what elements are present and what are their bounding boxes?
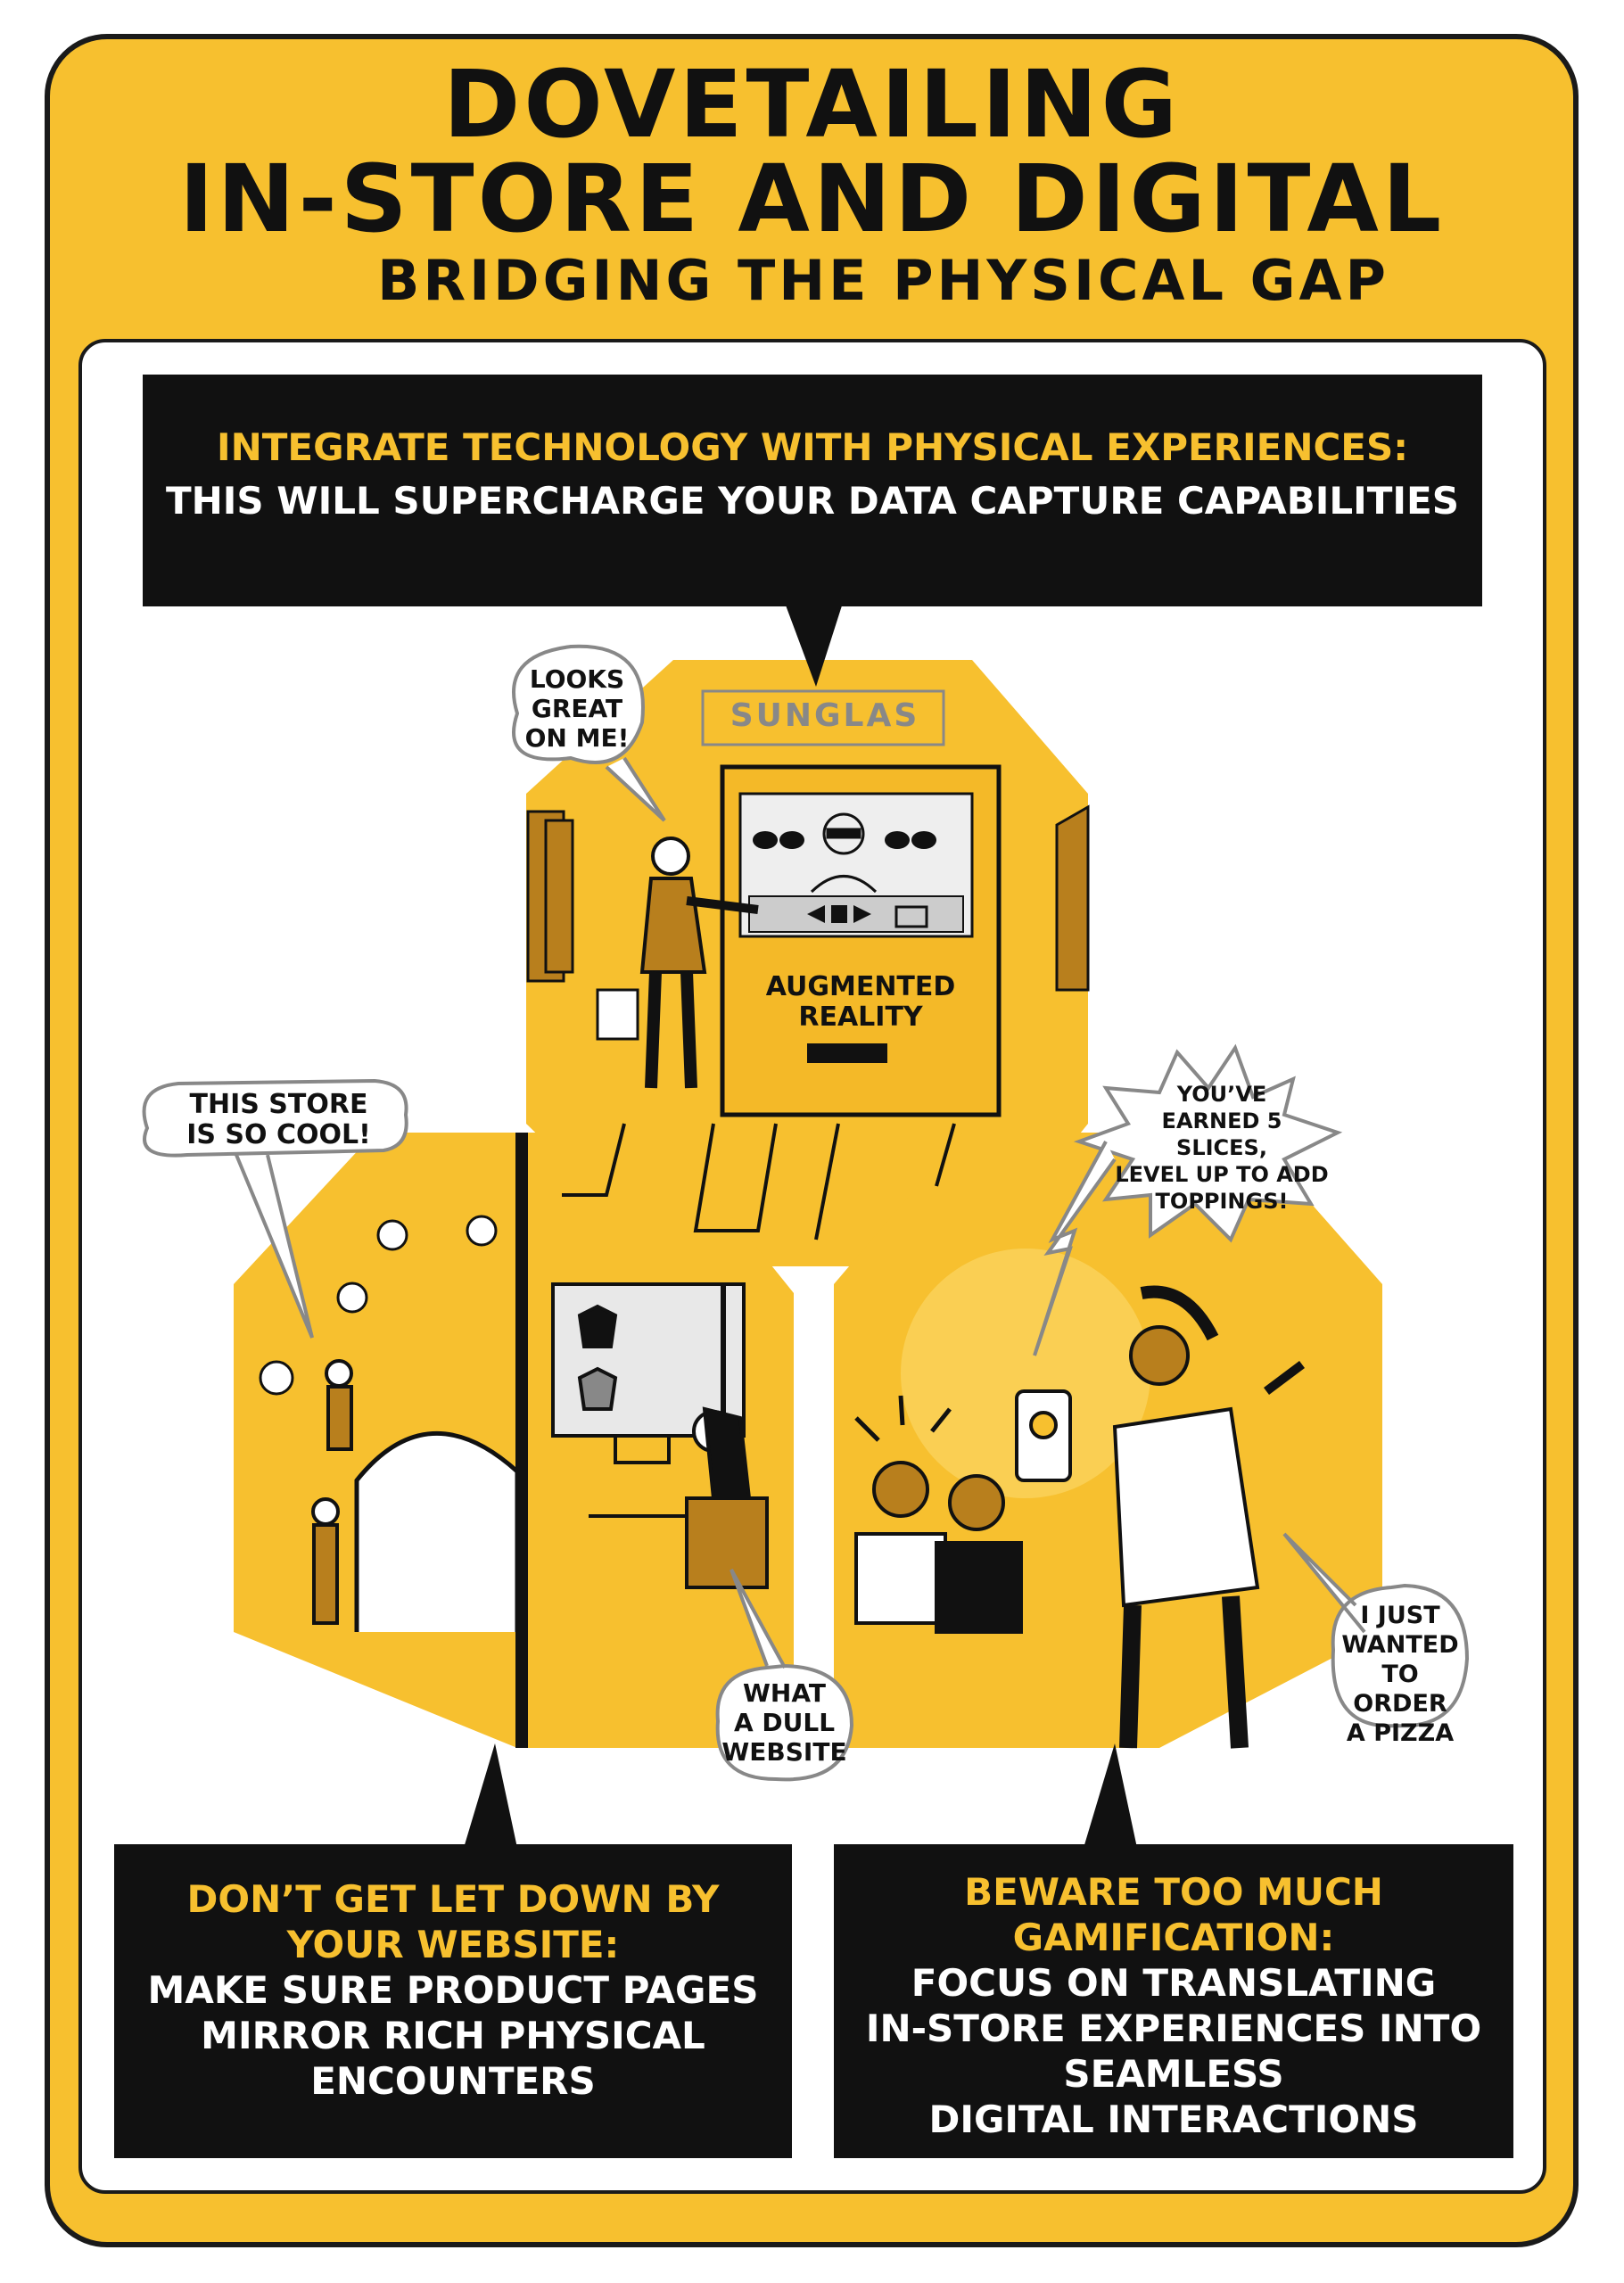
title-line-2: IN-STORE AND DIGITAL <box>178 144 1446 253</box>
kiosk-slot <box>807 1043 887 1063</box>
bubble-looks-great-text: LOOKS GREAT ON ME! <box>519 664 635 753</box>
bubble-line: A DULL <box>733 1708 836 1737</box>
shopper-man <box>596 837 759 1089</box>
bottom-right-body-3: SEAMLESS <box>1063 2052 1284 2096</box>
store-sign-text: SUNGLAS <box>730 697 920 734</box>
bottom-right-body-4: DIGITAL INTERACTIONS <box>928 2098 1419 2141</box>
bubble-line: TOPPINGS! <box>1155 1189 1289 1214</box>
bubble-store-cool-text: THIS STORE IS SO COOL! <box>152 1090 406 1150</box>
next-arrow-icon <box>853 905 871 923</box>
children <box>854 1461 1023 1634</box>
bottom-left-body-3: ENCOUNTERS <box>310 2059 596 2103</box>
bubble-line: LEVEL UP TO ADD <box>1115 1162 1329 1187</box>
store-sign-board <box>701 689 945 746</box>
bubble-line: TO ORDER <box>1353 1661 1447 1718</box>
bottom-left-body-2: MIRROR RICH PHYSICAL <box>201 2014 705 2057</box>
glow <box>901 1249 1150 1498</box>
bubble-line: ON ME! <box>524 723 630 753</box>
bubble-earned-text: YOU’VE EARNED 5 SLICES, LEVEL UP TO ADD … <box>1115 1081 1329 1215</box>
top-callout-body: THIS WILL SUPERCHARGE YOUR DATA CAPTURE … <box>165 479 1459 523</box>
bubble-line: YOU’VE <box>1176 1082 1267 1107</box>
stop-icon <box>831 905 847 923</box>
bottom-left-pointer <box>464 1743 517 1848</box>
bottom-right-pointer <box>1084 1743 1137 1848</box>
bottom-left-body-1: MAKE SURE PRODUCT PAGES <box>147 1968 759 2012</box>
bottom-right-heading-2: GAMIFICATION: <box>1012 1916 1335 1959</box>
bubble-dull-website-text: WHAT A DULL WEBSITE <box>715 1678 853 1767</box>
bubble-line: EARNED 5 SLICES, <box>1161 1109 1282 1160</box>
divider-pole <box>515 1133 528 1748</box>
floor-tiles <box>562 1123 956 1240</box>
bottom-right-heading-1: BEWARE TOO MUCH <box>964 1870 1383 1914</box>
bubble-line: I JUST <box>1360 1602 1440 1629</box>
kiosk-label: AUGMENTED REALITY <box>731 972 990 1033</box>
bottom-left-heading-2: YOUR WEBSITE: <box>286 1923 620 1966</box>
basket-icon <box>894 905 928 928</box>
desktop-monitor <box>551 1282 746 1464</box>
bubble-store-cool <box>142 1078 408 1339</box>
bottom-right-callout-box: BEWARE TOO MUCH GAMIFICATION: FOCUS ON T… <box>834 1844 1513 2158</box>
bubble-line: WEBSITE <box>721 1737 847 1767</box>
subtitle: BRIDGING THE PHYSICAL GAP <box>377 248 1389 313</box>
avatar-on-screen <box>810 812 878 894</box>
bottom-left-callout-box: DON’T GET LET DOWN BY YOUR WEBSITE: MAKE… <box>114 1844 792 2158</box>
bubble-line: IS SO COOL! <box>186 1119 371 1150</box>
kiosk-label-line-1: AUGMENTED <box>765 971 956 1002</box>
title-line-1: DOVETAILING <box>443 50 1181 159</box>
bubble-line: WHAT <box>743 1678 826 1708</box>
bubble-line: THIS STORE <box>189 1089 368 1120</box>
bubble-line: LOOKS <box>529 664 625 694</box>
sunglasses-icons <box>753 831 936 849</box>
shirt-right <box>1055 804 1090 992</box>
desk-woman <box>589 1406 769 1589</box>
pizza-icon <box>1029 1411 1058 1439</box>
hanging-lamps <box>259 1215 498 1396</box>
bubble-line: GREAT <box>531 694 623 723</box>
bubble-pizza-text: I JUST WANTED TO ORDER A PIZZA <box>1333 1601 1467 1748</box>
bubble-dull-website <box>715 1569 854 1782</box>
top-box-pointer <box>785 603 843 687</box>
bubble-looks-great <box>512 644 666 822</box>
bubble-line: WANTED <box>1341 1631 1459 1659</box>
phone-man <box>1015 1285 1305 1749</box>
bubble-pizza <box>1282 1532 1470 1728</box>
clothing-rack-left <box>526 810 574 983</box>
excitement-marks-icon <box>854 1395 952 1442</box>
prev-arrow-icon <box>807 905 825 923</box>
store-arch <box>354 1431 520 1632</box>
bottom-right-body-2: IN-STORE EXPERIENCES INTO <box>865 2007 1482 2050</box>
kiosk-label-line-2: REALITY <box>798 1001 923 1033</box>
bottom-right-body-1: FOCUS ON TRANSLATING <box>911 1961 1437 2005</box>
top-callout-box: INTEGRATE TECHNOLOGY WITH PHYSICAL EXPER… <box>143 375 1482 606</box>
top-callout-heading: INTEGRATE TECHNOLOGY WITH PHYSICAL EXPER… <box>216 425 1409 469</box>
bottom-left-heading-1: DON’T GET LET DOWN BY <box>186 1877 720 1921</box>
bubble-earned-tail <box>1033 1141 1117 1356</box>
bubble-earned <box>1073 1043 1343 1243</box>
bubble-line: A PIZZA <box>1346 1719 1455 1747</box>
